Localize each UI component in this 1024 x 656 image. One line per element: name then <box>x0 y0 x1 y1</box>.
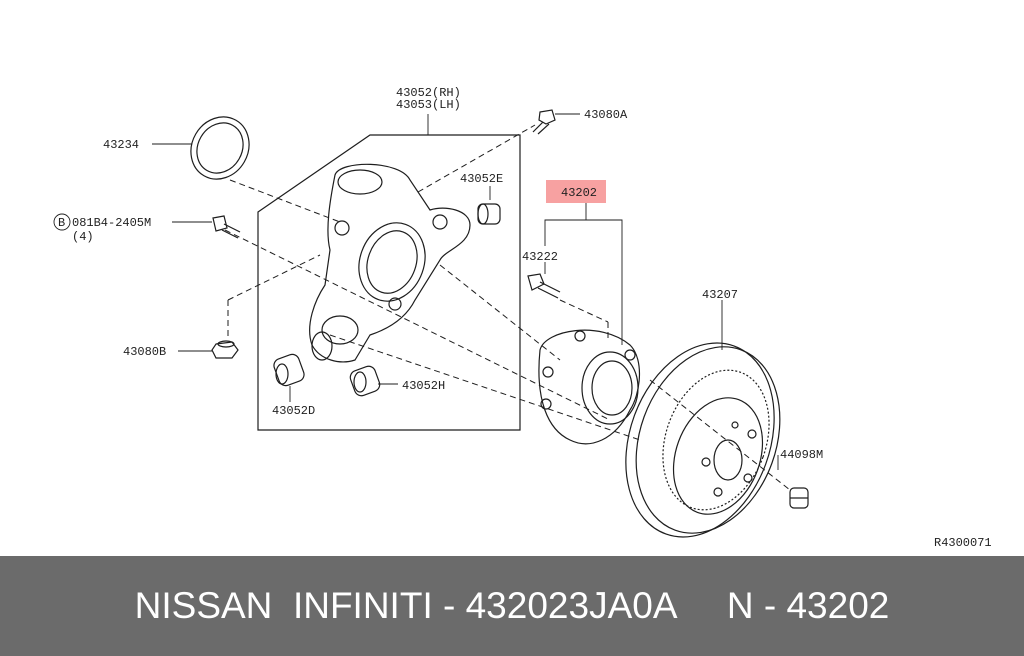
label-bolt-a: 43080A <box>584 108 628 122</box>
label-bolt-b-circle: B <box>58 216 65 230</box>
label-ref-code: R4300071 <box>934 536 992 550</box>
steering-knuckle <box>309 163 471 363</box>
bushing-h <box>349 365 381 397</box>
footer-text: NISSAN INFINITI - 432023JA0A N - 43202 <box>134 585 890 626</box>
footer-bar: NISSAN INFINITI - 432023JA0A N - 43202 <box>0 556 1024 656</box>
hub-assembly <box>538 329 641 445</box>
label-nut-b: 43080B <box>123 345 166 359</box>
label-rotor: 43207 <box>702 288 738 302</box>
label-knuckle-rh: 43052(RH) <box>396 86 461 100</box>
label-highlight-part: 43202 <box>561 186 597 200</box>
bolt-b <box>212 215 241 239</box>
parts-diagram: 43052(RH) 43053(LH) 43080A 43234 43052E … <box>53 86 992 550</box>
nut-b <box>211 340 239 359</box>
label-hub-bolt: 43222 <box>522 250 558 264</box>
label-bushing-d: 43052D <box>272 404 315 418</box>
label-bushing-e: 43052E <box>460 172 503 186</box>
label-plug: 44098M <box>780 448 823 462</box>
label-seal: 43234 <box>103 138 139 152</box>
seal-ring <box>190 116 250 180</box>
brake-rotor <box>625 342 781 538</box>
label-knuckle-lh: 43053(LH) <box>396 98 461 112</box>
hub-bolt <box>527 273 561 299</box>
bushing-e <box>477 203 501 225</box>
plug <box>789 487 809 509</box>
label-bolt-b-ref: 081B4-2405M <box>72 216 151 230</box>
highlight-box <box>546 180 606 203</box>
label-bolt-b-qty: (4) <box>72 230 94 244</box>
bolt-a <box>532 109 556 135</box>
label-bushing-h: 43052H <box>402 379 445 393</box>
knuckle-frame <box>257 134 521 431</box>
bushing-d <box>273 353 305 387</box>
